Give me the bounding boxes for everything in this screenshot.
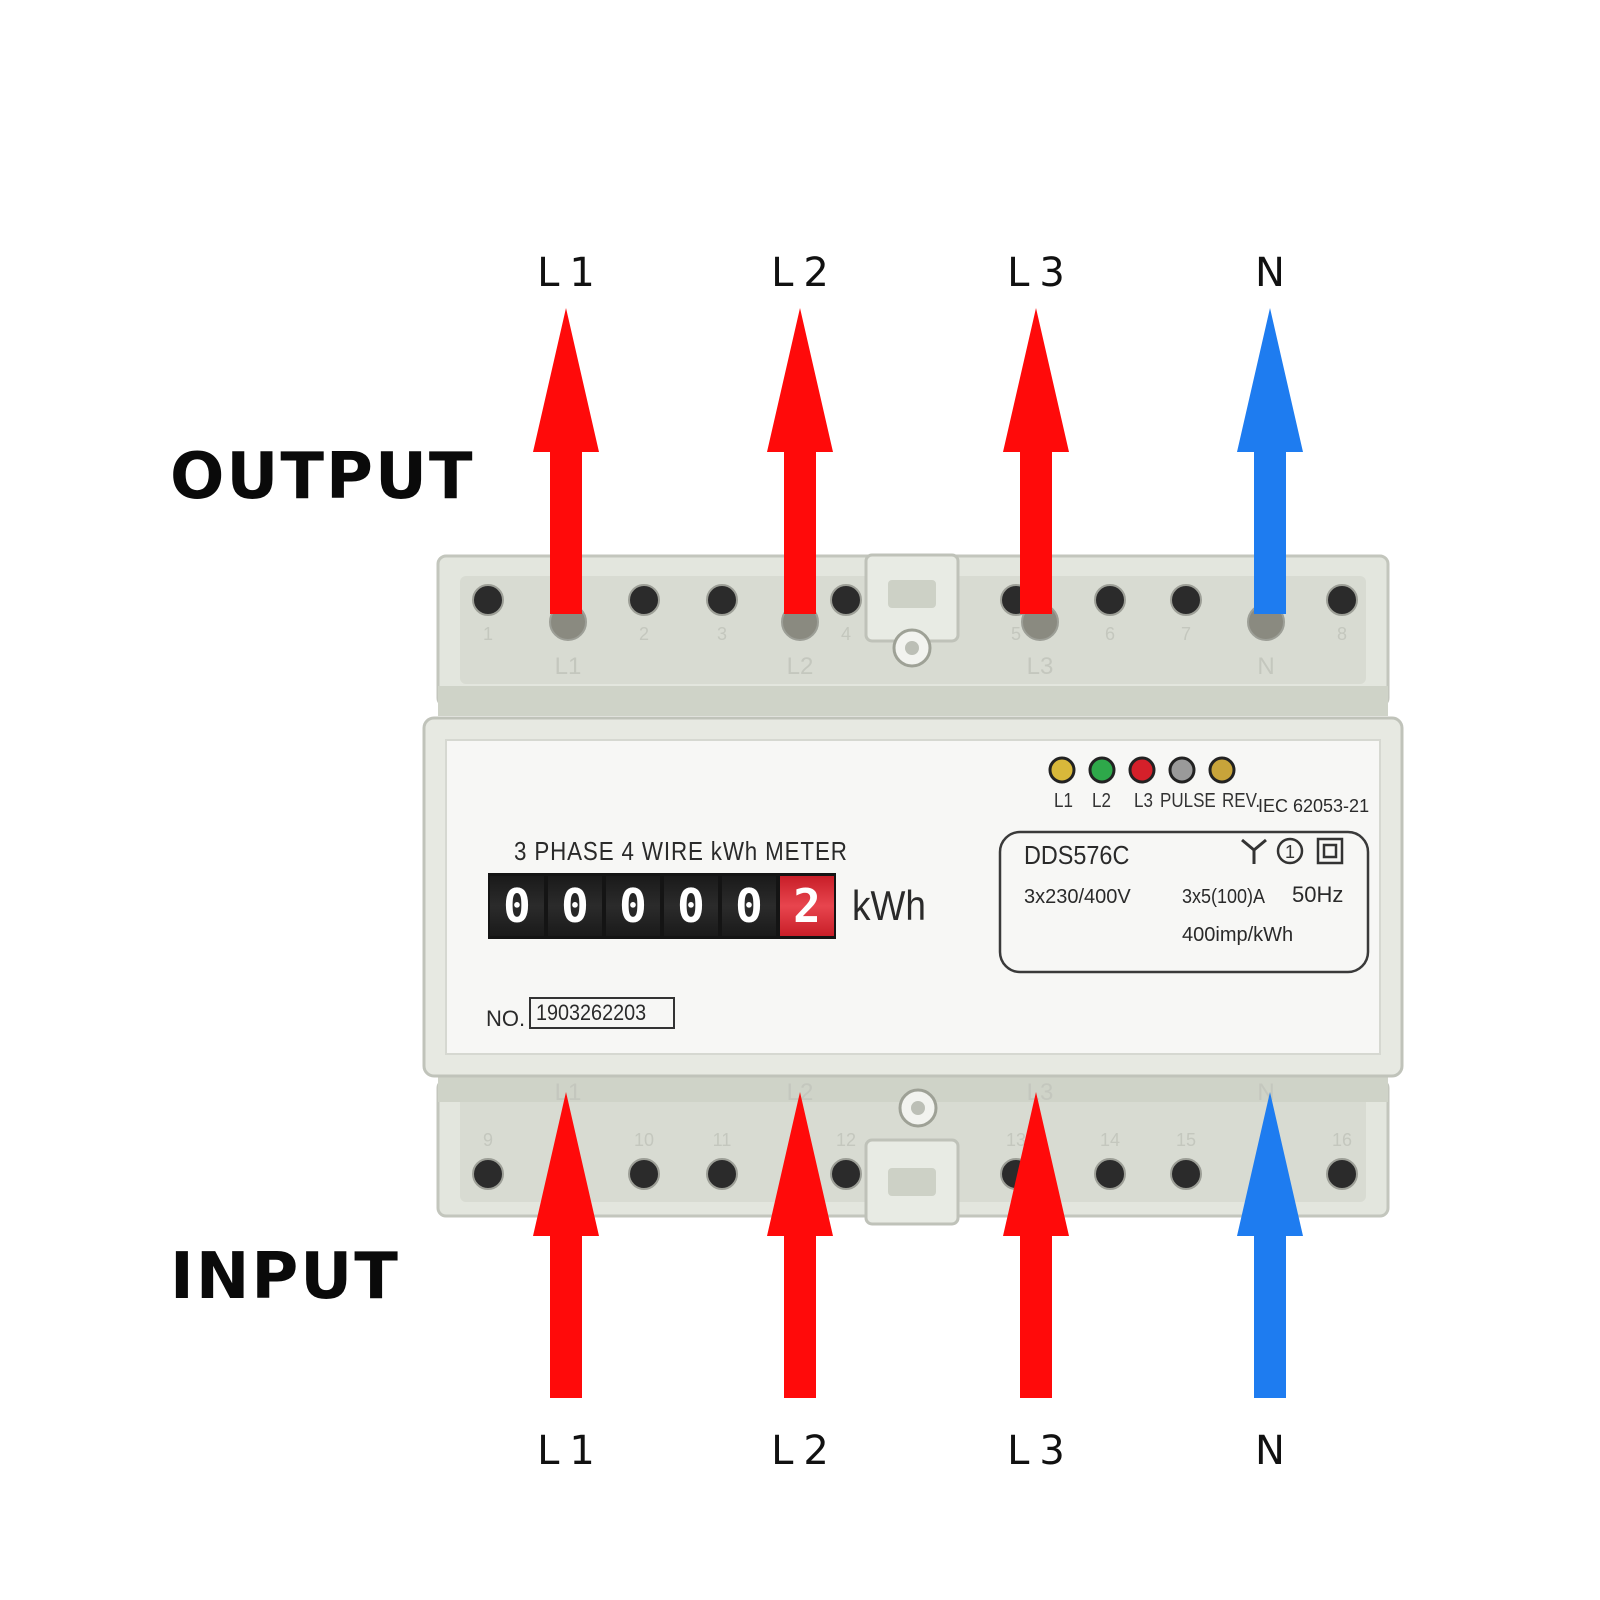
indicator-led-icon [1088, 756, 1116, 784]
led-label-l1: L1 [1054, 790, 1073, 812]
terminal-screw [830, 584, 862, 616]
input-l2-label: L2 [771, 1428, 839, 1474]
flow-arrow [533, 1092, 599, 1398]
terminal-number: N [1257, 653, 1274, 680]
bottom-terminal-block [436, 1074, 1390, 1226]
counter-digit: 0 [490, 876, 544, 936]
terminal-screw [1170, 1158, 1202, 1190]
terminal-screw [1094, 1158, 1126, 1190]
counter-digit: 0 [548, 876, 602, 936]
model-number: DDS576C [1024, 840, 1130, 870]
voltage-rating: 3x230/400V [1024, 886, 1131, 908]
terminal-screw [472, 1158, 504, 1190]
terminal-number: 10 [634, 1130, 654, 1150]
counter-digit-decimal: 2 [780, 876, 834, 936]
terminal-number: 1 [483, 624, 493, 644]
current-rating: 3x5(100)A [1182, 886, 1266, 908]
flow-arrow [767, 308, 833, 614]
terminal-number: L3 [1027, 1079, 1054, 1106]
indicator-led-icon [1168, 756, 1196, 784]
input-arrows [533, 1092, 1303, 1398]
meter-body: 1 [422, 716, 1404, 1078]
standard-label: IEC 62053-21 [1258, 796, 1370, 816]
flow-arrow [1237, 308, 1303, 614]
output-arrows [533, 308, 1303, 614]
terminal-number: L1 [555, 653, 582, 680]
terminal-screw [830, 1158, 862, 1190]
output-n-label: N [1255, 250, 1295, 296]
indicator-led-icon [1128, 756, 1156, 784]
terminal-screw [706, 584, 738, 616]
terminal-number: 12 [836, 1130, 856, 1150]
led-label-l3: L3 [1134, 790, 1153, 812]
terminal-number: 6 [1105, 624, 1115, 644]
output-label: OUTPUT [170, 440, 475, 514]
output-l3-label: L3 [1007, 250, 1075, 296]
terminal-number: 14 [1100, 1130, 1120, 1150]
meter-title: 3 PHASE 4 WIRE kWh METER [514, 836, 848, 866]
terminal-screw [628, 584, 660, 616]
frequency-rating: 50Hz [1292, 882, 1344, 907]
terminal-screw [628, 1158, 660, 1190]
serial-prefix: NO. [486, 1006, 526, 1031]
double-insulation-icon [1316, 837, 1344, 865]
serial-number: 1903262203 [536, 1000, 647, 1025]
kwh-unit: kWh [852, 882, 926, 929]
terminal-screw [472, 584, 504, 616]
kwh-counter: 0 0 0 0 0 2 [490, 876, 834, 936]
terminal-screw [1094, 584, 1126, 616]
terminal-number: 13 [1006, 1130, 1026, 1150]
terminal-number: 15 [1176, 1130, 1196, 1150]
class-1-icon [1276, 837, 1304, 865]
flow-arrow [533, 308, 599, 614]
terminal-number: L3 [1027, 653, 1054, 680]
terminal-number: 8 [1337, 624, 1347, 644]
terminal-screw [1326, 1158, 1358, 1190]
input-n-label: N [1255, 1428, 1295, 1474]
input-l3-label: L3 [1007, 1428, 1075, 1474]
terminal-number: 5 [1011, 624, 1021, 644]
indicator-leds [1048, 756, 1236, 784]
terminal-number: 9 [483, 1130, 493, 1150]
counter-window [488, 873, 836, 939]
counter-digit: 0 [722, 876, 776, 936]
led-label-rev: REV. [1222, 790, 1261, 812]
terminal-number: 11 [713, 1130, 732, 1150]
terminal-screw [706, 1158, 738, 1190]
input-label: INPUT [170, 1240, 400, 1314]
svg-text:1: 1 [1285, 842, 1295, 862]
star-connection-icon [1241, 838, 1267, 864]
input-l1-label: L1 [537, 1428, 605, 1474]
output-l1-label: L1 [537, 250, 605, 296]
terminal-number: 16 [1332, 1130, 1352, 1150]
impulse-rate: 400imp/kWh [1182, 924, 1294, 946]
led-label-pulse: PULSE [1160, 790, 1216, 812]
flow-arrow [767, 1092, 833, 1398]
led-label-l2: L2 [1092, 790, 1111, 812]
flow-arrow [1237, 1092, 1303, 1398]
spec-box [998, 830, 1370, 974]
indicator-led-icon [1048, 756, 1076, 784]
terminal-screw [1170, 584, 1202, 616]
output-l2-label: L2 [771, 250, 839, 296]
terminal-number: 7 [1181, 624, 1191, 644]
flow-arrow [1003, 308, 1069, 614]
flow-arrow [1003, 1092, 1069, 1398]
terminal-screw [1326, 584, 1358, 616]
counter-digit: 0 [664, 876, 718, 936]
top-terminal-block [436, 553, 1390, 716]
terminal-number: L2 [787, 653, 814, 680]
indicator-led-icon [1208, 756, 1236, 784]
terminal-number: 2 [639, 624, 649, 644]
terminal-number: 3 [717, 624, 727, 644]
terminal-number: 4 [841, 624, 851, 644]
counter-digit: 0 [606, 876, 660, 936]
